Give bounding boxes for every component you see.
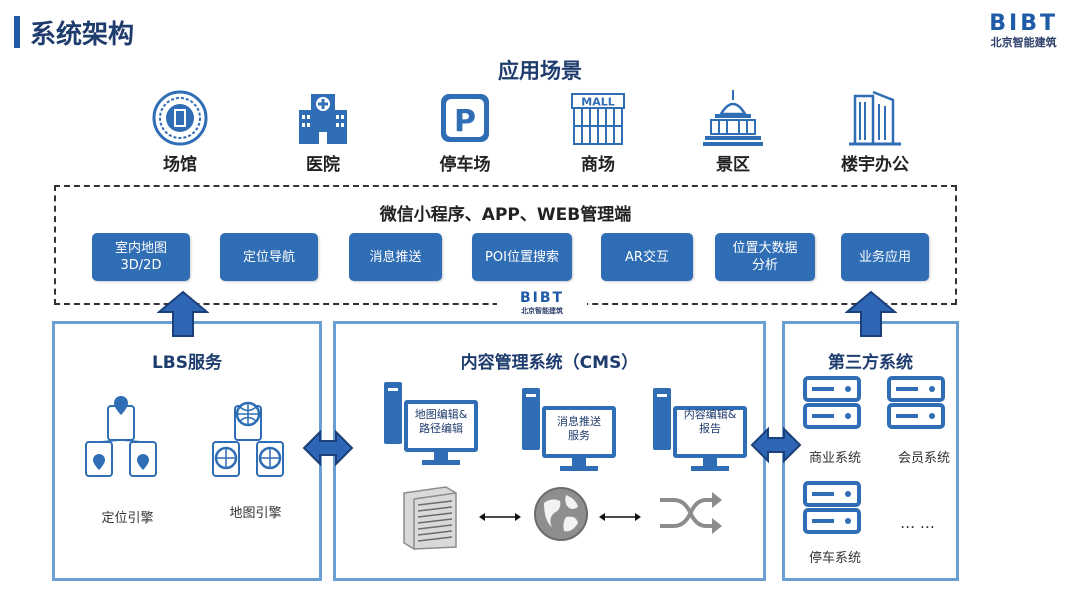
company-logo: BIBT 北京智能建筑 — [989, 11, 1058, 50]
server-icon — [887, 376, 945, 429]
hospital-icon — [299, 94, 347, 144]
mall-icon: MALL — [571, 93, 625, 145]
office-building-icon — [849, 90, 901, 146]
map-engine-label: 地图引擎 — [229, 506, 282, 521]
module-big-data: 位置大数据 分析 — [715, 233, 815, 281]
server-icon — [803, 376, 861, 429]
more-systems-ellipsis: … … — [900, 514, 935, 532]
scenario-office: 楼宇办公 — [820, 88, 930, 175]
content-editor-monitor-icon — [653, 388, 747, 471]
double-arrow-icon — [750, 426, 802, 464]
push-service-label: 消息推送 服务 — [557, 415, 601, 442]
svg-text:MALL: MALL — [581, 96, 614, 109]
up-arrow-icon — [845, 290, 897, 337]
content-editor-label: 内容编辑& 报告 — [683, 408, 737, 435]
scenario-label: 景区 — [716, 155, 750, 175]
scenic-icon — [703, 90, 763, 146]
scenario-hospital: 医院 — [268, 88, 378, 175]
scenario-stadium: 场馆 — [125, 88, 235, 175]
cms-title: 内容管理系统（CMS） — [460, 353, 639, 373]
module-business: 业务应用 — [841, 233, 929, 281]
map-engine-icon — [212, 401, 284, 477]
management-title: 微信小程序、APP、WEB管理端 — [379, 205, 632, 225]
server-icon — [803, 481, 861, 534]
scenario-scenic: 景区 — [678, 88, 788, 175]
shuffle-icon — [660, 492, 722, 534]
globe-icon — [534, 487, 588, 541]
page-title: 系统架构 — [30, 20, 135, 50]
lbs-title: LBS服务 — [151, 353, 223, 373]
double-arrow-icon — [302, 429, 354, 467]
scenario-label: 停车场 — [439, 155, 491, 175]
center-logo-badge: BIBT 北京智能建筑 — [497, 287, 587, 321]
up-arrow-icon — [157, 290, 209, 337]
parking-system-label: 停车系统 — [808, 551, 861, 566]
logo-subtext: 北京智能建筑 — [990, 36, 1057, 49]
module-push: 消息推送 — [349, 233, 442, 281]
badge-text: BIBT — [519, 290, 565, 306]
module-indoor-map: 室内地图 3D/2D — [92, 233, 190, 281]
scenario-mall: MALL 商场 — [543, 88, 653, 175]
map-editor-label: 地图编辑& 路径编辑 — [414, 408, 468, 435]
bidirectional-arrow-icon — [479, 513, 521, 521]
bidirectional-arrow-icon — [599, 513, 641, 521]
editor-monitor-icon — [384, 382, 478, 465]
third-party-title: 第三方系统 — [828, 353, 913, 373]
scenarios-title: 应用场景 — [498, 59, 582, 83]
parking-icon: P — [441, 94, 489, 142]
scenario-label: 场馆 — [163, 155, 197, 175]
scenario-label: 楼宇办公 — [841, 155, 909, 175]
positioning-engine-icon — [85, 396, 157, 477]
logo-text: BIBT — [989, 11, 1058, 36]
positioning-engine-label: 定位引擎 — [101, 511, 154, 526]
svg-text:P: P — [454, 104, 476, 139]
stadium-icon — [152, 90, 208, 146]
scenario-label: 商场 — [581, 155, 615, 175]
business-system-label: 商业系统 — [808, 451, 861, 466]
server-rack-icon — [403, 486, 457, 550]
module-poi-search: POI位置搜索 — [472, 233, 572, 281]
module-ar: AR交互 — [601, 233, 693, 281]
module-navigation: 定位导航 — [220, 233, 318, 281]
push-service-monitor-icon — [522, 388, 616, 471]
scenario-label: 医院 — [306, 155, 340, 175]
badge-subtext: 北京智能建筑 — [521, 307, 563, 315]
scenario-parking: P 停车场 — [410, 88, 520, 175]
title-accent-bar — [14, 16, 20, 48]
member-system-label: 会员系统 — [897, 451, 950, 466]
